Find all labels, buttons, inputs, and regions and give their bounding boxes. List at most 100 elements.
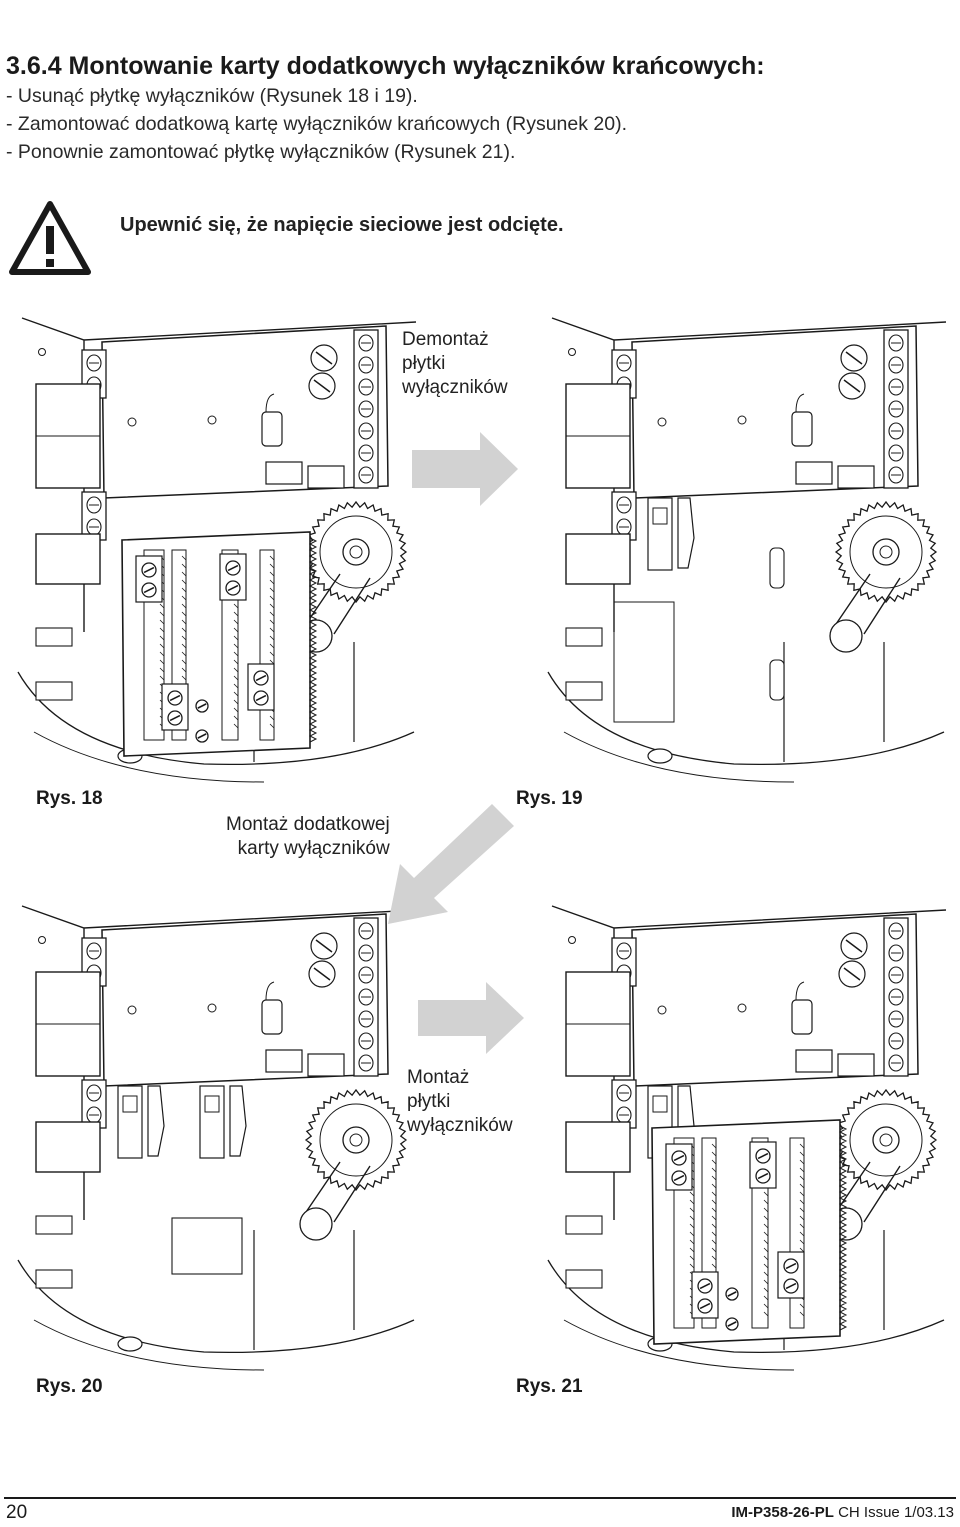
switch-board-rail-tooth <box>799 1151 805 1157</box>
bracket-plate <box>613 601 675 723</box>
switch-board-rail-tooth <box>763 1311 769 1317</box>
arrow-right-remove <box>412 432 518 506</box>
switch-board-rail-tooth <box>233 667 239 673</box>
pcb-connector <box>265 1049 303 1073</box>
switch-board-rail-tooth <box>799 1215 805 1221</box>
switch-board-screw-slot <box>143 586 155 594</box>
switch-board-screw-slot <box>169 714 181 722</box>
potentiometer-slot <box>845 939 863 953</box>
pcb-connector <box>307 1053 345 1077</box>
pcb-connector <box>795 461 833 485</box>
wall-hole <box>38 348 46 356</box>
switch-board-rail-tooth <box>233 651 239 657</box>
switch-board-rail-tooth <box>711 1223 717 1229</box>
step-2: - Zamontować dodatkową kartę wyłączników… <box>6 113 628 135</box>
switch-board-rail-tooth <box>159 619 165 625</box>
terminal-block-left-mid <box>611 1079 637 1129</box>
switch-board-rail-tooth <box>269 611 275 617</box>
caption-fig-19: Rys. 19 <box>516 788 583 809</box>
drive-gear-shaft <box>349 545 363 559</box>
pcb-connector <box>307 465 345 489</box>
capacitor <box>791 411 813 447</box>
switch-board-screw-slot <box>227 564 239 572</box>
switch-board-rail-tooth <box>159 627 165 633</box>
switch-board-rail-tooth <box>689 1215 695 1221</box>
switch-board-rail-tooth <box>159 667 165 673</box>
switch-board-rail-tooth <box>181 555 187 561</box>
switch-board-rail-tooth <box>181 675 187 681</box>
drive-gear-hub <box>342 538 370 566</box>
switch-board-screw-slot <box>673 1154 685 1162</box>
switch-board-screw-slot <box>757 1172 769 1180</box>
switch-board-rail-tooth <box>233 699 239 705</box>
switch-board-rail-tooth <box>233 643 239 649</box>
switch-board-rail-tooth <box>711 1167 717 1173</box>
issue-label: CH Issue 1/03.13 <box>838 1504 954 1521</box>
switch-board-rail-tooth <box>159 635 165 641</box>
cam-arm <box>301 1161 371 1223</box>
power-block <box>35 533 101 585</box>
switch-board-rail-tooth <box>181 667 187 673</box>
micro-switch-window <box>652 1095 668 1113</box>
pcb-hole <box>207 1003 217 1013</box>
switch-board-rail <box>259 549 275 741</box>
switch-board-rail-tooth <box>689 1231 695 1237</box>
switch-board-rail-tooth <box>799 1303 805 1309</box>
potentiometer-slot <box>313 379 331 393</box>
drive-gear-hub <box>872 1126 900 1154</box>
pcb-hole <box>127 1005 137 1015</box>
micro-switch <box>117 1085 143 1159</box>
switch-board-rail-tooth <box>711 1151 717 1157</box>
power-block <box>35 1121 101 1173</box>
base-plate-rim <box>563 731 795 783</box>
cable-gland <box>565 627 603 647</box>
warning-text: Upewnić się, że napięcie sieciowe jest o… <box>120 214 564 236</box>
pcb-connector <box>265 461 303 485</box>
switch-board-rail-tooth <box>269 555 275 561</box>
capacitor-lead <box>795 981 805 1001</box>
power-block <box>565 533 631 585</box>
remove-board-note: Demontaż płytki wyłączników <box>402 329 508 398</box>
switch-board-rail-tooth <box>763 1287 769 1293</box>
switch-board-rail-tooth <box>711 1263 717 1269</box>
main-pcb <box>631 325 919 499</box>
switch-board-rail-tooth <box>711 1143 717 1149</box>
figure-20-drawing <box>17 905 417 1371</box>
warning-icon <box>9 201 91 275</box>
switch-board-rail-tooth <box>269 651 275 657</box>
switch-board-rail-tooth <box>269 603 275 609</box>
step-1: - Usunąć płytkę wyłączników (Rysunek 18 … <box>6 85 418 107</box>
pcb-connector <box>795 1049 833 1073</box>
switch-board-rail-tooth <box>269 627 275 633</box>
pcb-connector <box>837 465 875 489</box>
switch-board-screw-slot <box>227 584 239 592</box>
switch-board-rail-tooth <box>269 571 275 577</box>
cable-gland <box>565 681 603 701</box>
step-3: - Ponownie zamontować płytkę wyłączników… <box>6 141 516 163</box>
switch-board-rail-tooth <box>269 659 275 665</box>
switch-board-screw-slot <box>785 1262 797 1270</box>
switch-board-rail-tooth <box>233 691 239 697</box>
pcb-hole <box>737 1003 747 1013</box>
pcb-hole <box>657 1005 667 1015</box>
switch-board-rail-tooth <box>799 1231 805 1237</box>
potentiometer-slot <box>313 967 331 981</box>
switch-board-screw-slot <box>699 1302 711 1310</box>
base-plate-rim <box>33 731 265 783</box>
drive-gear-hub <box>342 1126 370 1154</box>
switch-board-rail-tooth <box>689 1191 695 1197</box>
drive-gear-rim <box>849 515 923 589</box>
switch-board-rail-tooth <box>233 659 239 665</box>
switch-board-rail-tooth <box>233 611 239 617</box>
switch-board-rail-tooth <box>159 659 165 665</box>
cable-gland <box>35 1215 73 1235</box>
switch-board-rail-tooth <box>799 1207 805 1213</box>
switch-board-screw-slot <box>673 1174 685 1182</box>
switch-board-rail-tooth <box>159 675 165 681</box>
arrow-down-left-install <box>388 804 514 924</box>
figure-18-drawing <box>17 317 417 783</box>
switch-board-screw-slot <box>255 674 267 682</box>
switch-board-rail-tooth <box>763 1263 769 1269</box>
cable-gland <box>565 1269 603 1289</box>
potentiometer-slot <box>315 939 333 953</box>
